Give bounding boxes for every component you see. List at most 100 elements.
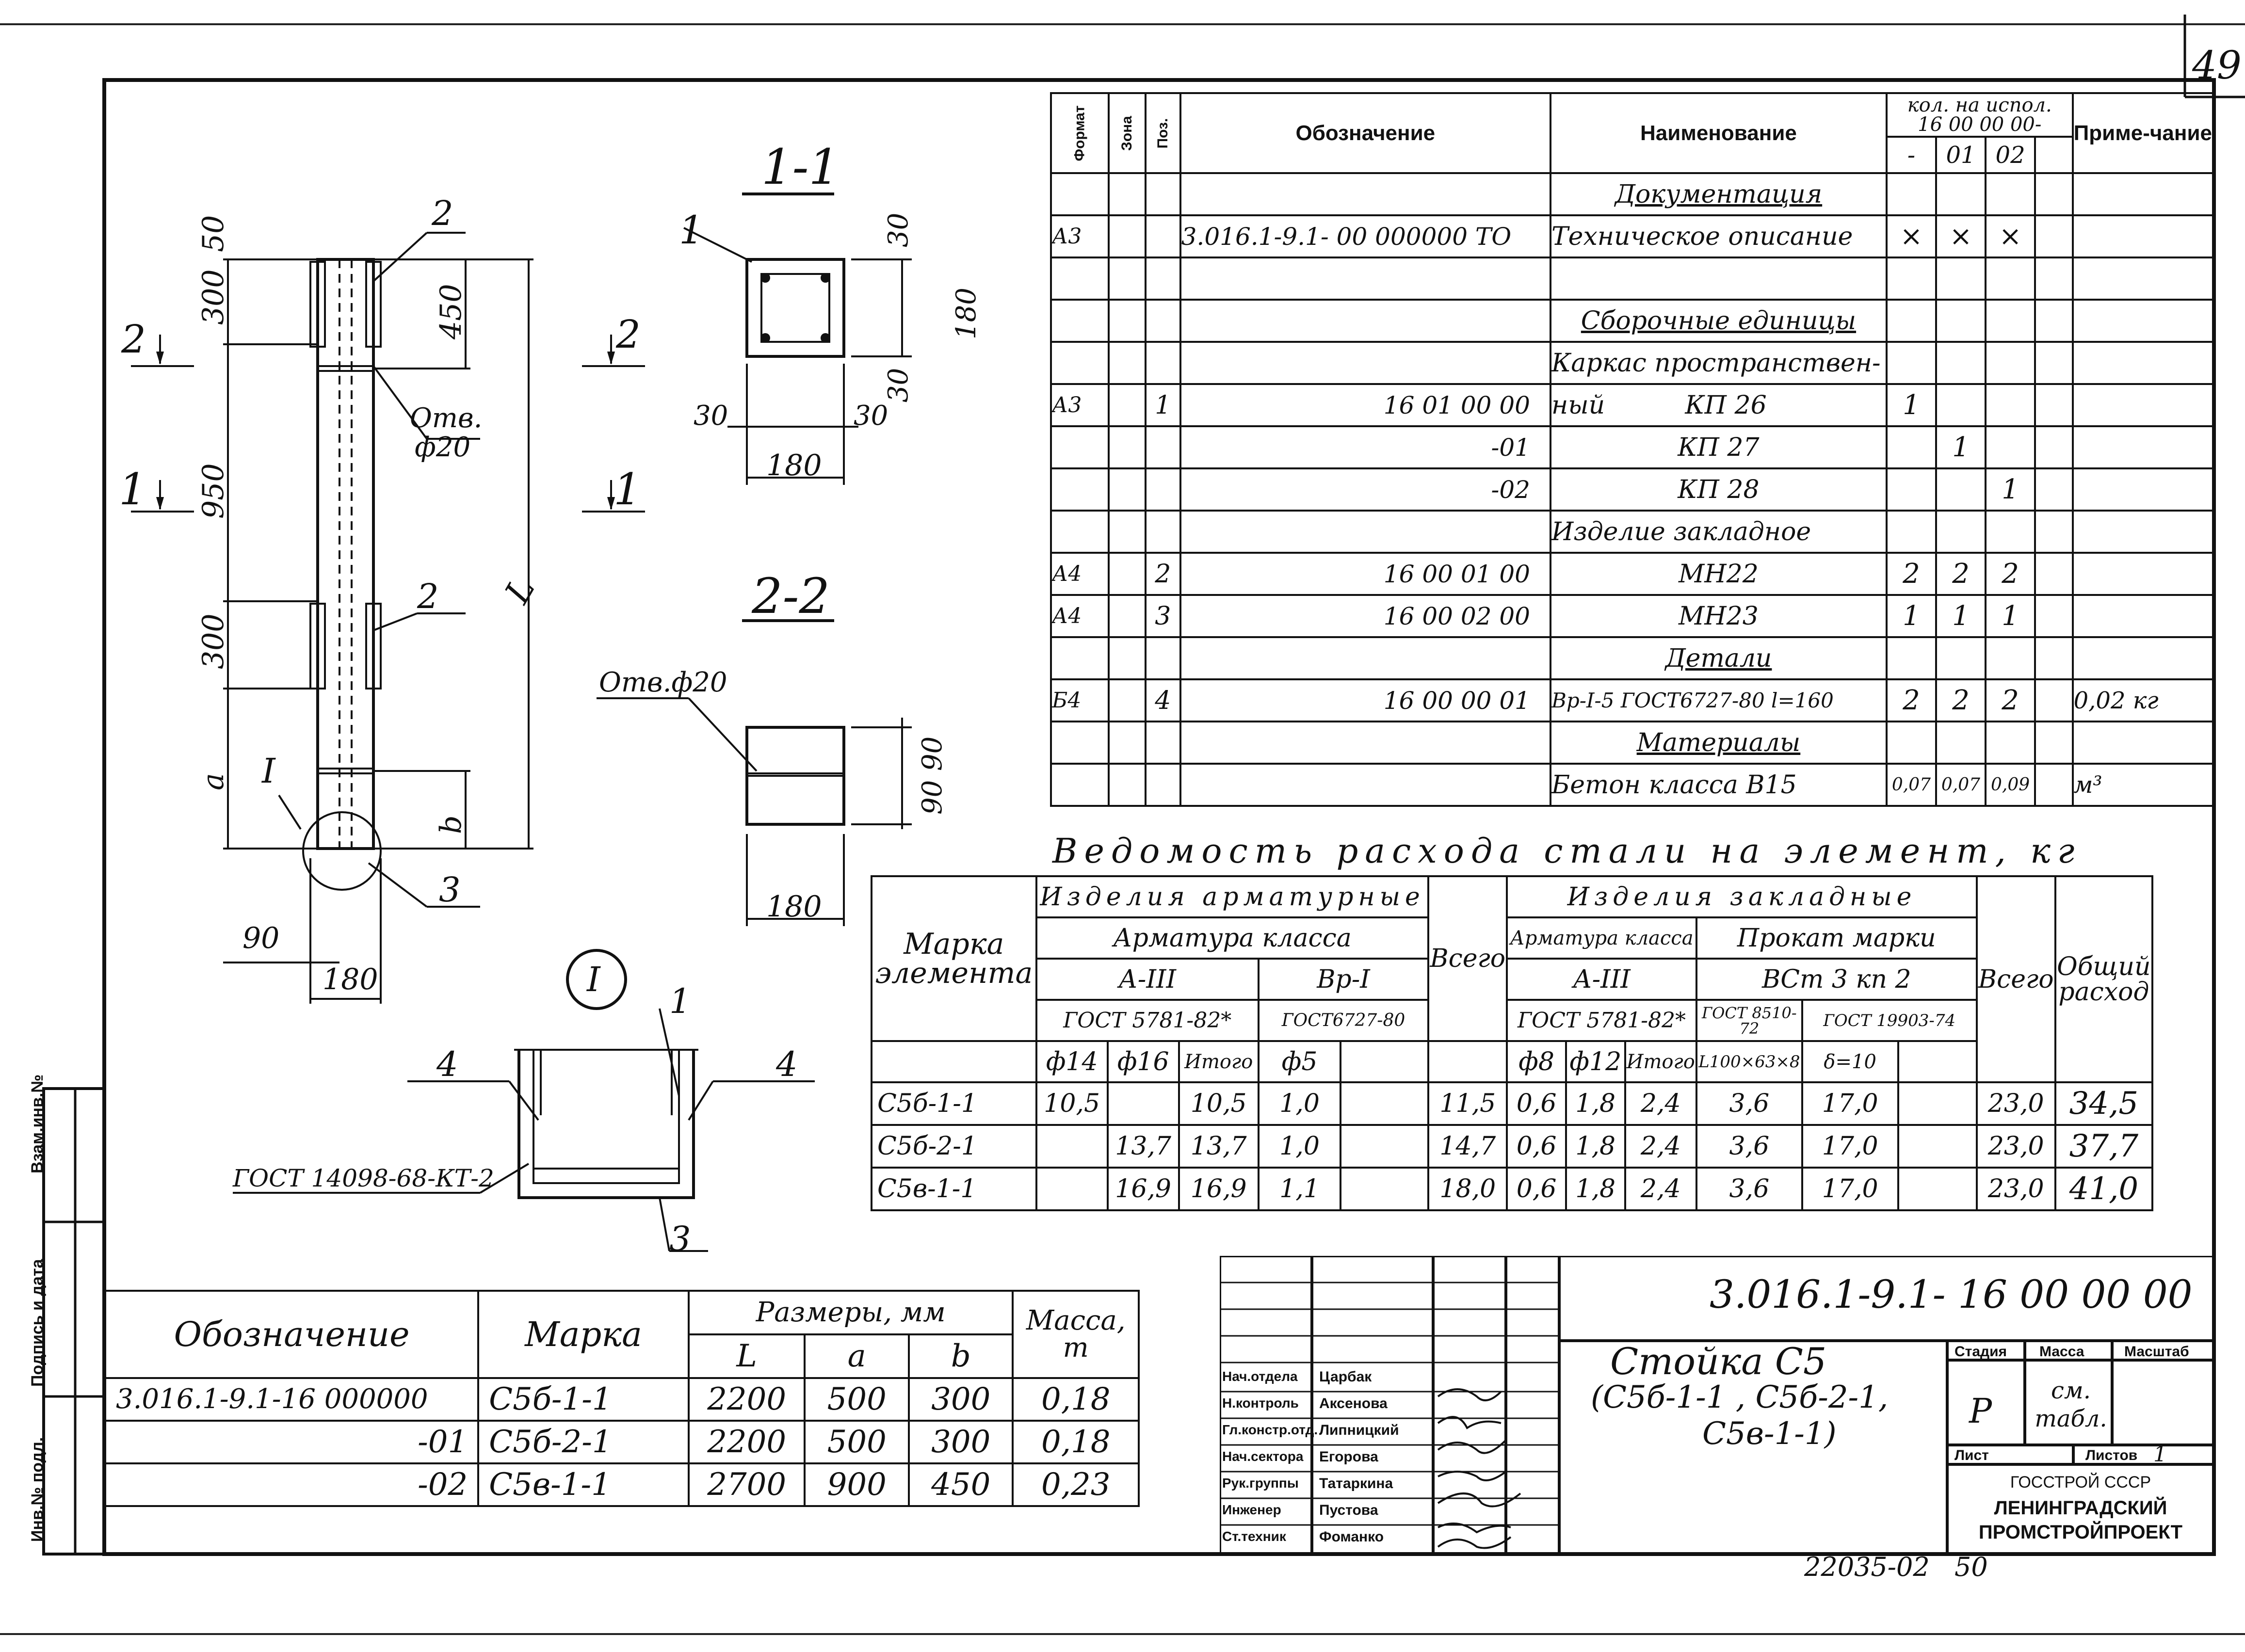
spec-qty: 2 [1935,552,1987,596]
org-line2: ЛЕНИНГРАДСКИЙ [1994,1497,2167,1519]
steel-sub-f8: ф8 [1506,1040,1567,1083]
variant-L: 2700 [687,1462,806,1507]
spec-qty [1885,510,1937,554]
steel-h-total: Общий расход [2054,875,2154,1083]
spec-qty [1935,383,1987,427]
spec-h-qty: кол. на испол. [1907,94,2052,116]
spec-qty: 2 [1985,552,2036,596]
spec-format [1050,257,1110,301]
spec-designation [1179,341,1551,385]
variant-mass: 0,23 [1012,1462,1140,1507]
spec-h-name: Наименование [1549,92,1888,174]
spec-zone [1108,172,1147,216]
steel-value: 23,0 [1975,1081,2056,1126]
variants-h-mass: Масса, т [1012,1290,1140,1379]
document-code: 3.016.1-9.1- 16 00 00 00 [1710,1272,2193,1317]
spec-format: Б4 [1050,678,1110,722]
pos-label-1: 1 [679,208,704,253]
spec-qty-empty [2034,552,2074,596]
spec-qty: 2 [1985,678,2036,722]
steel-h-gost6727: ГОСТ6727-80 [1257,999,1430,1042]
spec-pos [1144,510,1181,554]
sec22-dim-90-bottom: 90 [917,780,948,815]
steel-sub-f5: ф5 [1257,1040,1342,1083]
signatory-name: Фоманко [1319,1529,1384,1545]
steel-value: 1,8 [1565,1081,1626,1126]
steel-value: 2,4 [1624,1081,1697,1126]
variant-designation: 3.016.1-9.1-16 000000 [104,1377,480,1422]
spec-note [2071,172,2214,216]
spec-designation [1179,721,1551,765]
spec-h-format: Формат [1071,105,1088,161]
spec-note [2071,425,2214,469]
spec-h-note: Приме-чание [2071,92,2214,174]
signatures [1437,1388,1521,1549]
variant-L: 2200 [687,1420,806,1464]
variant-mark: С5б-1-1 [477,1377,690,1422]
spec-pos [1144,636,1181,680]
steel-value: 41,0 [2054,1167,2154,1211]
spec-pos [1144,425,1181,469]
spec-qty-empty [2034,678,2074,722]
spec-pos [1144,214,1181,258]
spec-qty-empty [2034,383,2074,427]
variants-table: Обозначение Марка Размеры, мм Масса, т L… [104,1290,1140,1507]
steel-value: 0,6 [1506,1124,1567,1169]
signatory-name: Егорова [1319,1449,1378,1465]
steel-value: 16,9 [1106,1167,1180,1211]
column-drawing [131,192,912,1252]
spec-qty: 0,07 [1885,763,1937,807]
spec-qty [1985,721,2036,765]
spec-zone [1108,636,1147,680]
spec-qty-empty [2034,425,2074,469]
variant-a: 500 [804,1377,910,1422]
spec-qty [1935,341,1987,385]
spec-note [2071,341,2214,385]
spec-row: Документация [1050,172,2214,216]
signatory-role: Гл.констр.отд. [1222,1422,1318,1437]
spec-qty [1985,636,2036,680]
spec-qty [1985,510,2036,554]
variant-designation: -01 [104,1420,480,1464]
spec-zone [1108,467,1147,512]
variant-mark: С5в-1-1 [477,1462,690,1507]
steel-h-vst: ВСт 3 кп 2 [1695,958,1978,1001]
spec-qty: × [1985,214,2036,258]
spec-qty-empty [2034,636,2074,680]
variant-b: 450 [907,1462,1014,1507]
spec-designation [1179,257,1551,301]
detail-pos-4-right: 4 [776,1044,798,1084]
steel-value: 3,6 [1695,1124,1803,1169]
dim-180: 180 [323,962,378,996]
spec-qty-empty [2034,467,2074,512]
steel-value [1340,1167,1430,1211]
spec-designation: 16 00 00 01 [1179,678,1551,722]
steel-value [1897,1081,1978,1126]
steel-value: 23,0 [1975,1167,2056,1211]
spec-qty-empty [2034,257,2074,301]
spec-qty-empty [2034,341,2074,385]
spec-designation: -02 [1179,467,1551,512]
variants-h-designation: Обозначение [104,1290,480,1379]
column-outline [316,258,375,850]
steel-h-marka: Марка элемента [875,927,1033,990]
signatory-role: Н.контроль [1222,1395,1299,1411]
steel-value: 2,4 [1624,1124,1697,1169]
spec-qty [1985,257,2036,301]
variant-b: 300 [907,1420,1014,1464]
sheets-value: 1 [2153,1442,2167,1467]
sec22-dim-90-top: 90 [917,736,948,771]
spec-qty [1935,721,1987,765]
spec-row: Материалы [1050,721,2214,765]
spec-zone [1108,425,1147,469]
spec-zone [1108,214,1147,258]
sheet-number: 49 [2192,43,2242,88]
spec-designation: 3.016.1-9.1- 00 000000 ТО [1179,214,1551,258]
spec-designation: 16 00 02 00 [1179,594,1551,638]
sec11-dim-30-top: 30 [883,212,914,247]
spec-format [1050,341,1110,385]
hole-label: Отв. [410,402,483,434]
